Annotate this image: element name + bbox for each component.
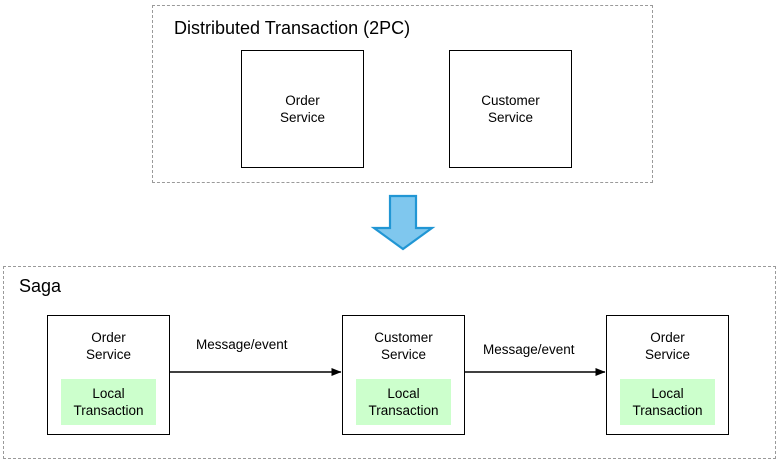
node-label-customer-service-2pc: Customer Service bbox=[481, 93, 540, 125]
node-label-customer-service-saga-2: Customer Service bbox=[374, 330, 433, 362]
edge-label-message-event-1: Message/event bbox=[194, 337, 290, 353]
node-label-order-service-saga-1: Order Service bbox=[85, 330, 131, 362]
node-customer-service-2pc[interactable]: Customer Service bbox=[449, 50, 572, 168]
node-label-order-service-2pc: Order Service bbox=[279, 93, 325, 125]
node-label-order-service-saga-3: Order Service bbox=[644, 330, 690, 362]
group-distributed-transaction: Distributed Transaction (2PC) bbox=[152, 5, 653, 183]
local-transaction-chip-3: Local Transaction bbox=[620, 379, 715, 425]
node-order-service-2pc[interactable]: Order Service bbox=[241, 50, 364, 168]
local-transaction-chip-1: Local Transaction bbox=[61, 379, 156, 425]
group-saga: Saga bbox=[3, 266, 776, 459]
node-order-service-saga-1[interactable]: Order Service Local Transaction bbox=[47, 315, 170, 435]
down-arrow-icon bbox=[370, 194, 436, 251]
node-order-service-saga-3[interactable]: Order Service Local Transaction bbox=[606, 315, 729, 435]
group-title-distributed-transaction: Distributed Transaction (2PC) bbox=[174, 18, 411, 38]
node-customer-service-saga-2[interactable]: Customer Service Local Transaction bbox=[342, 315, 465, 435]
group-title-saga: Saga bbox=[19, 276, 62, 296]
edge-label-message-event-2: Message/event bbox=[481, 342, 577, 358]
local-transaction-chip-2: Local Transaction bbox=[356, 379, 451, 425]
